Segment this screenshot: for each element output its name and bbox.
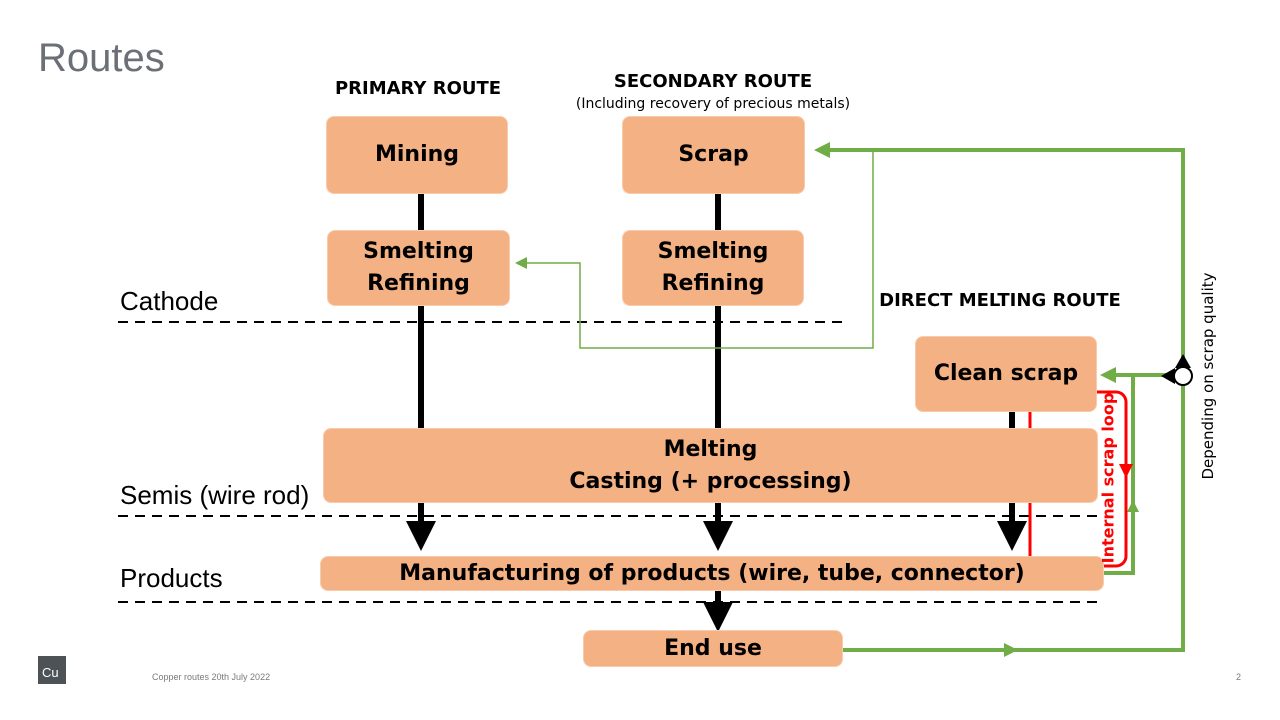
primary-route-heading: PRIMARY ROUTE bbox=[334, 78, 502, 99]
secondary-route-heading: SECONDARY ROUTE bbox=[613, 71, 813, 92]
secondary-refining-label: Refining bbox=[661, 271, 765, 296]
primary-refining-label: Refining bbox=[367, 271, 470, 296]
casting-label: Casting (+ processing) bbox=[569, 468, 852, 494]
end-use-label: End use bbox=[664, 635, 762, 661]
scrap-label: Scrap bbox=[678, 142, 749, 168]
end-use-box: End use bbox=[583, 630, 843, 667]
primary-smelting-refining-box: Smelting Refining bbox=[327, 230, 510, 306]
melting-casting-box: Melting Casting (+ processing) bbox=[323, 428, 1098, 503]
red-arrow-right-down bbox=[1119, 464, 1133, 478]
products-stage-label: Products bbox=[120, 563, 223, 593]
footer-text: Copper routes 20th July 2022 bbox=[152, 672, 271, 682]
secondary-smelting-label: Smelting bbox=[657, 239, 769, 265]
end-use-flow-arrowhead bbox=[1004, 643, 1018, 657]
scrap-box: Scrap bbox=[622, 116, 805, 194]
primary-smelting-label: Smelting bbox=[363, 239, 474, 265]
scrap-quality-switch-left-arrow bbox=[1161, 368, 1175, 384]
scrap-quality-switch-circle bbox=[1173, 366, 1193, 386]
scrap-quality-label: Depending on scrap quality bbox=[1199, 272, 1217, 480]
scrap-to-primary-smelting-thin-line bbox=[515, 150, 874, 349]
clean-scrap-label: Clean scrap bbox=[933, 361, 1079, 387]
manufacturing-to-clean-scrap-green-line bbox=[1104, 375, 1135, 575]
scrap-quality-switch-up-arrow bbox=[1175, 354, 1191, 368]
secondary-smelting-refining-box: Smelting Refining bbox=[622, 230, 804, 306]
melting-label: Melting bbox=[663, 436, 758, 462]
mining-label: Mining bbox=[374, 142, 460, 168]
clean-scrap-box: Clean scrap bbox=[915, 336, 1097, 412]
internal-scrap-loop-label: Internal scrap loop bbox=[1098, 392, 1118, 564]
manufacturing-box: Manufacturing of products (wire, tube, c… bbox=[320, 556, 1104, 591]
mining-box: Mining bbox=[326, 116, 508, 194]
manufacturing-green-up-arrowhead bbox=[1127, 500, 1139, 512]
direct-melting-route-heading: DIRECT MELTING ROUTE bbox=[879, 290, 1121, 311]
semis-stage-label: Semis (wire rod) bbox=[120, 480, 310, 510]
secondary-route-note: (Including recovery of precious metals) bbox=[575, 96, 851, 112]
manufacturing-label: Manufacturing of products (wire, tube, c… bbox=[399, 560, 1025, 586]
cu-logo: Cu bbox=[38, 656, 66, 684]
cathode-stage-label: Cathode bbox=[120, 286, 219, 316]
slide-title: Routes bbox=[38, 36, 165, 80]
page-number: 2 bbox=[1236, 672, 1242, 682]
